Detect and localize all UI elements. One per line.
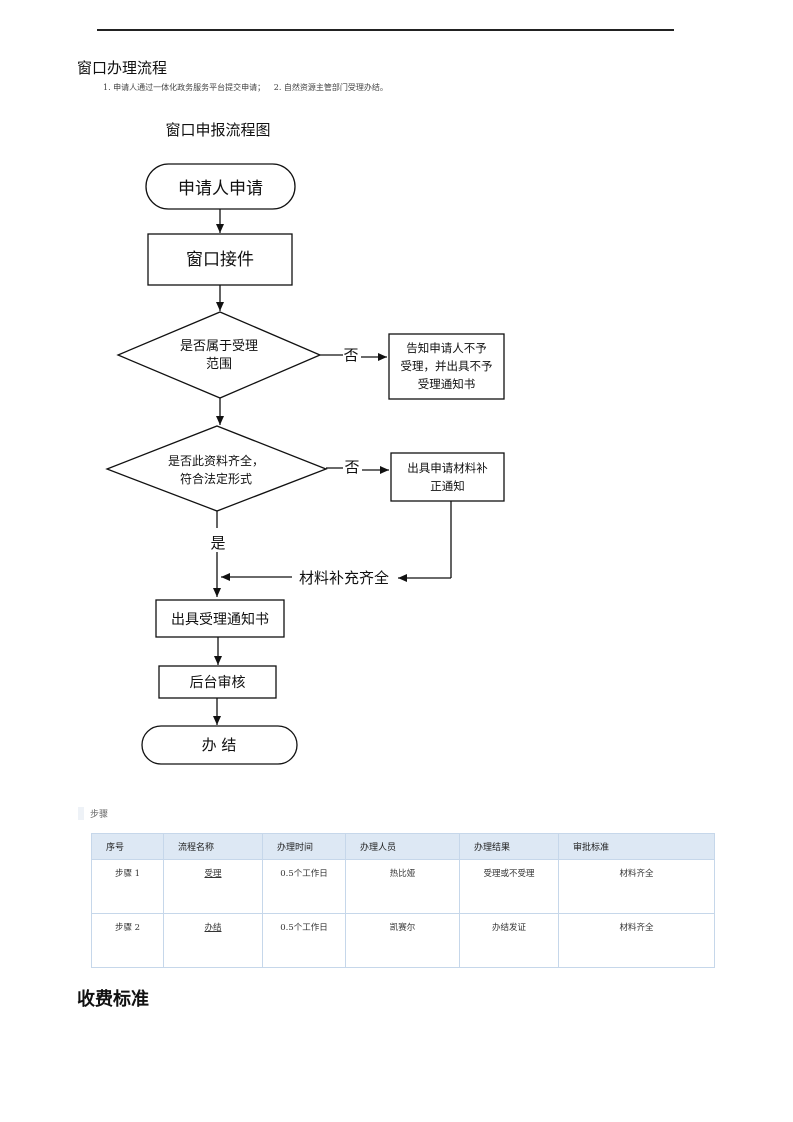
cell-seq: 步骤 1	[91, 859, 164, 914]
cell-handler: 凯赛尔	[345, 913, 460, 968]
review-label: 后台审核	[190, 675, 246, 691]
section-title-window-process: 窗口办理流程	[77, 59, 168, 77]
table-row: 步骤 1 受理 0.5个工作日 热比娅 受理或不受理 材料齐全	[91, 859, 715, 914]
col-header-process-name: 流程名称	[163, 833, 263, 860]
decision1-node	[116, 311, 322, 399]
col-header-standard: 审批标准	[558, 833, 715, 860]
review-node	[158, 665, 277, 699]
cell-standard: 材料齐全	[558, 859, 715, 914]
section-title-fee-standard: 收费标准	[77, 989, 149, 1010]
cell-handler: 热比娅	[345, 859, 460, 914]
cell-process-name: 办结	[163, 913, 263, 968]
process-link-accept[interactable]: 受理	[204, 869, 222, 879]
cell-process-name: 受理	[163, 859, 263, 914]
decision2-node	[105, 425, 328, 512]
top-divider	[97, 29, 674, 31]
no-label-1: 否	[343, 346, 358, 364]
cell-seq: 步骤 2	[91, 913, 164, 968]
receive-node-label: 窗口接件	[186, 250, 254, 270]
cell-standard: 材料齐全	[558, 913, 715, 968]
flowchart-title: 窗口申报流程图	[165, 121, 270, 139]
steps-table: 序号 流程名称 办理时间 办理人员 办理结果 审批标准 步骤 1 受理 0.5个…	[91, 833, 715, 968]
supplement-line1: 出具申请材料补	[407, 461, 488, 475]
cell-duration: 0.5个工作日	[262, 859, 346, 914]
end-node	[141, 725, 298, 765]
reject-line3: 受理通知书	[418, 377, 476, 391]
decision2-line2: 符合法定形式	[180, 471, 252, 486]
accept-notice-label: 出具受理通知书	[171, 611, 269, 628]
supplement-node	[390, 452, 505, 502]
col-header-seq: 序号	[91, 833, 164, 860]
cell-result: 受理或不受理	[459, 859, 559, 914]
col-header-result: 办理结果	[459, 833, 559, 860]
steps-label: 步骤	[78, 807, 109, 820]
decision1-line1: 是否属于受理	[180, 339, 258, 354]
table-row: 步骤 2 办结 0.5个工作日 凯赛尔 办结发证 材料齐全	[91, 913, 715, 968]
cell-duration: 0.5个工作日	[262, 913, 346, 968]
col-header-duration: 办理时间	[262, 833, 346, 860]
intro-item-1: 1. 申请人通过一体化政务服务平台提交申请；	[103, 83, 266, 92]
no-label-2: 否	[344, 458, 359, 476]
col-header-handler: 办理人员	[345, 833, 460, 860]
supplement-line2: 正通知	[430, 479, 465, 493]
start-node-label: 申请人申请	[178, 179, 263, 199]
flowchart: 窗口申报流程图 申请人申请 窗口接件 是否属于受理 范围 否 告知申请人不予 受…	[105, 121, 505, 765]
yes-label: 是	[210, 534, 225, 552]
intro-steps: 1. 申请人通过一体化政务服务平台提交申请； 2. 自然资源主管部门受理办结。	[103, 82, 394, 93]
reject-line2: 受理，并出具不予	[401, 359, 493, 373]
reject-line1: 告知申请人不予	[406, 341, 487, 355]
reject-node	[388, 333, 505, 400]
process-link-complete[interactable]: 办结	[204, 923, 222, 933]
steps-table-header: 序号 流程名称 办理时间 办理人员 办理结果 审批标准	[91, 833, 715, 860]
accept-notice-node	[155, 599, 285, 638]
intro-item-2: 2. 自然资源主管部门受理办结。	[273, 83, 388, 92]
decision1-line2: 范围	[206, 357, 232, 372]
end-node-label: 办 结	[202, 736, 237, 754]
decision2-line1: 是否此资料齐全，	[168, 453, 264, 468]
receive-node	[147, 233, 293, 286]
cell-result: 办结发证	[459, 913, 559, 968]
materials-complete-label: 材料补充齐全	[299, 569, 389, 587]
